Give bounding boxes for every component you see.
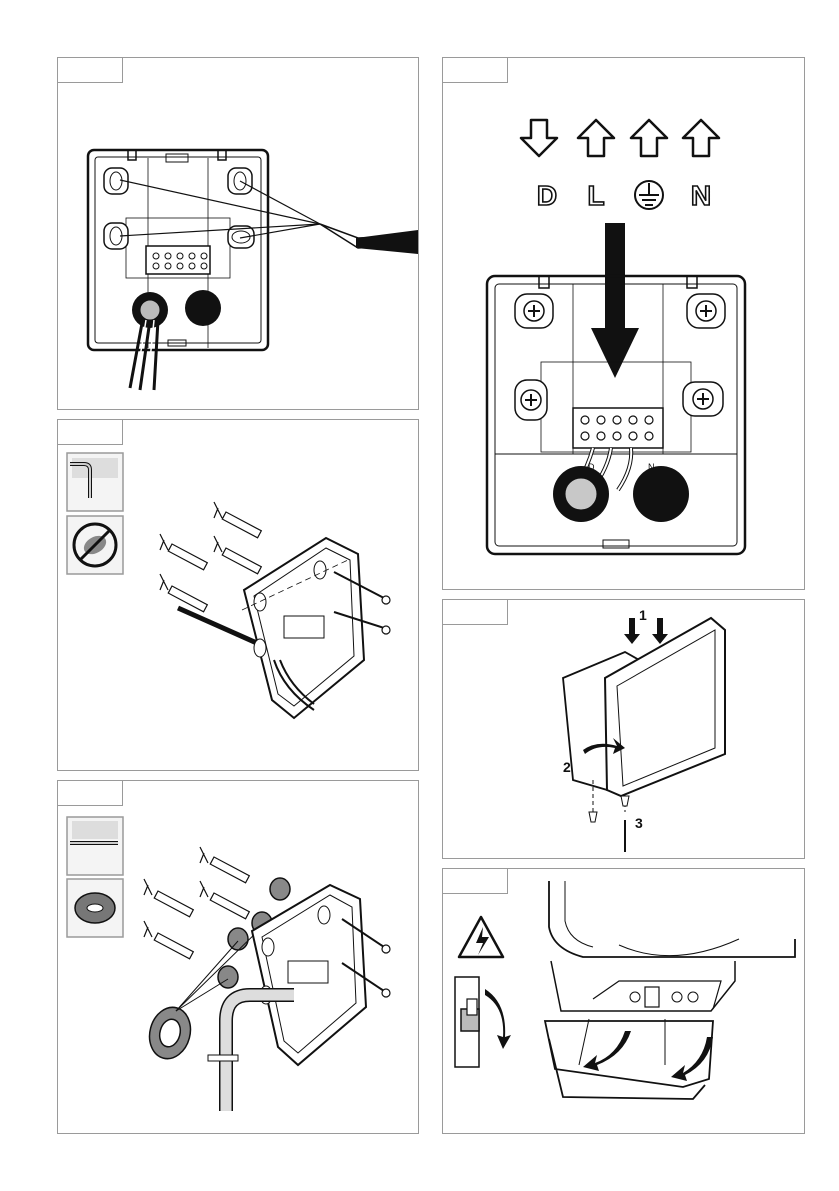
dowel-screws bbox=[160, 502, 268, 648]
surface-cable-icon bbox=[67, 817, 123, 875]
step-panel-3 bbox=[57, 419, 419, 771]
front-cover bbox=[605, 618, 725, 796]
screw-icon bbox=[683, 382, 723, 416]
insert-arrow-icon bbox=[591, 223, 639, 378]
step-label-3: 3 bbox=[635, 815, 643, 831]
step-panel-2: D L N bbox=[442, 57, 805, 590]
cover-fitting-illustration: 1 2 3 bbox=[443, 600, 804, 858]
arrow-down-icon bbox=[521, 120, 557, 156]
cable-from-wall-icon bbox=[67, 453, 123, 511]
surface-cable-illustration bbox=[58, 781, 418, 1133]
housing-label-d: D bbox=[588, 462, 595, 472]
grommet-icon bbox=[67, 879, 123, 937]
terminal-block bbox=[573, 408, 663, 448]
arrow-up-icon bbox=[631, 120, 667, 156]
no-grommet-icon bbox=[67, 516, 123, 574]
screw-icon bbox=[687, 294, 725, 328]
housing-label-n: N bbox=[648, 462, 655, 472]
circuit-breaker-icon bbox=[455, 977, 511, 1067]
terminal-label-d: D bbox=[537, 180, 557, 211]
housing-screwdriver-illustration bbox=[58, 58, 418, 409]
wiring-diagram: D L N bbox=[443, 58, 804, 589]
terminal-label-n: N bbox=[691, 180, 711, 211]
arrow-up-icon bbox=[683, 120, 719, 156]
step-label-2: 2 bbox=[563, 759, 571, 775]
wall-mount-illustration bbox=[58, 420, 418, 770]
mounting-bracket bbox=[244, 538, 364, 718]
step-label-1: 1 bbox=[639, 607, 647, 623]
terminal-label-l: L bbox=[587, 180, 604, 211]
step-panel-4: 1 2 3 bbox=[442, 599, 805, 859]
arrow-up-icon bbox=[578, 120, 614, 156]
screw-icon bbox=[515, 294, 553, 328]
step-panel-6 bbox=[442, 868, 805, 1134]
earth-ground-icon bbox=[635, 181, 663, 209]
switch-on-illustration bbox=[443, 869, 804, 1133]
appliance-underside bbox=[545, 881, 795, 1099]
mounting-bracket bbox=[252, 885, 366, 1065]
screw-icon bbox=[515, 380, 547, 420]
step-panel-1 bbox=[57, 57, 419, 410]
high-voltage-warning-icon bbox=[459, 917, 503, 957]
screwdriver-icon bbox=[320, 224, 418, 254]
step-panel-5 bbox=[57, 780, 419, 1134]
